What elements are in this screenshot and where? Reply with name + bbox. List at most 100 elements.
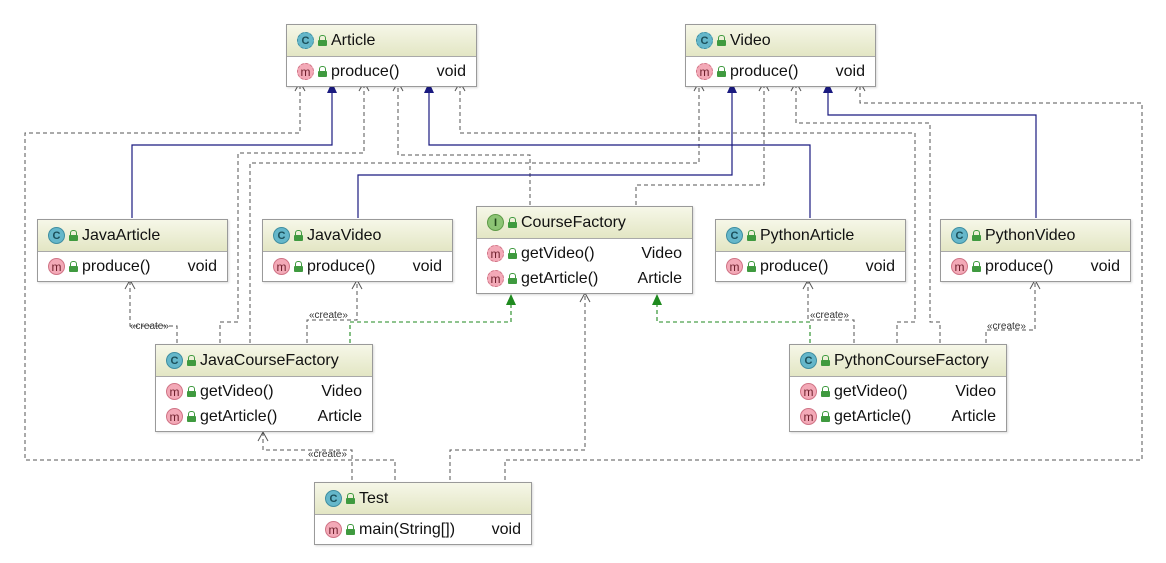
public-lock-icon — [821, 355, 830, 366]
extends-pythonarticle-article — [428, 92, 811, 218]
method-name: produce() — [331, 62, 400, 80]
method-return-type: void — [491, 520, 521, 538]
class-name: Article — [331, 31, 376, 49]
dependency-pythoncoursefactory-video — [795, 82, 941, 343]
method-row[interactable]: m produce() void — [941, 254, 1130, 279]
method-row[interactable]: m getVideo() Video — [790, 379, 1006, 404]
public-lock-icon — [318, 35, 327, 46]
class-name: PythonVideo — [985, 226, 1076, 244]
public-lock-icon — [821, 386, 830, 397]
method-m-icon: m — [726, 258, 743, 275]
class-python-video-header: C PythonVideo — [941, 220, 1130, 252]
class-python-article[interactable]: C PythonArticle m produce() void — [715, 219, 906, 282]
method-m-icon: m — [951, 258, 968, 275]
method-row[interactable]: m getArticle() Article — [790, 404, 1006, 429]
interface-course-factory[interactable]: I CourseFactory m getVideo() Video m get… — [476, 206, 693, 294]
interface-i-icon: I — [487, 214, 504, 231]
class-name: PythonCourseFactory — [834, 351, 989, 369]
method-name: getVideo() — [200, 382, 274, 400]
public-lock-icon — [346, 493, 355, 504]
method-m-icon: m — [297, 63, 314, 80]
class-java-video[interactable]: C JavaVideo m produce() void — [262, 219, 453, 282]
class-java-article[interactable]: C JavaArticle m produce() void — [37, 219, 228, 282]
class-name: Video — [730, 31, 771, 49]
class-article[interactable]: C Article m produce() void — [286, 24, 477, 87]
extends-javavideo-video — [357, 92, 733, 218]
method-name: produce() — [82, 257, 151, 275]
public-lock-icon — [717, 35, 726, 46]
method-row[interactable]: m produce() void — [38, 254, 227, 279]
method-name: getArticle() — [200, 407, 278, 425]
public-lock-icon — [747, 261, 756, 272]
create-label-python-article: «create» — [810, 310, 849, 321]
class-name: PythonArticle — [760, 226, 855, 244]
method-row[interactable]: m main(String[]) void — [315, 517, 531, 542]
class-c-icon: C — [325, 490, 342, 507]
class-c-icon: C — [951, 227, 968, 244]
method-return-type: Article — [637, 269, 682, 287]
method-return-type: void — [187, 257, 217, 275]
method-return-type: Video — [955, 382, 996, 400]
method-row[interactable]: m getVideo() Video — [477, 241, 692, 266]
create-label-java-course-factory: «create» — [308, 449, 347, 460]
method-row[interactable]: m getArticle() Article — [156, 404, 372, 429]
create-python-article — [807, 280, 855, 343]
dependency-test-coursefactory — [449, 293, 586, 480]
method-m-icon: m — [273, 258, 290, 275]
class-test[interactable]: C Test m main(String[]) void — [314, 482, 532, 545]
method-name: produce() — [730, 62, 799, 80]
method-name: getVideo() — [834, 382, 908, 400]
method-return-type: void — [1090, 257, 1120, 275]
method-row[interactable]: m produce() void — [686, 59, 875, 84]
method-row[interactable]: m produce() void — [716, 254, 905, 279]
method-row[interactable]: m getVideo() Video — [156, 379, 372, 404]
public-lock-icon — [972, 230, 981, 241]
create-java-course-factory — [262, 432, 353, 480]
method-row[interactable]: m getArticle() Article — [477, 266, 692, 291]
method-return-type: void — [412, 257, 442, 275]
public-lock-icon — [821, 411, 830, 422]
class-c-icon: C — [297, 32, 314, 49]
method-m-icon: m — [166, 408, 183, 425]
class-video[interactable]: C Video m produce() void — [685, 24, 876, 87]
method-m-icon: m — [487, 245, 504, 262]
public-lock-icon — [717, 66, 726, 77]
public-lock-icon — [508, 217, 517, 228]
method-name: getArticle() — [521, 269, 599, 287]
class-python-video[interactable]: C PythonVideo m produce() void — [940, 219, 1131, 282]
create-label-java-article: «create» — [130, 321, 169, 332]
extends-javaarticle-article — [131, 92, 333, 218]
method-return-type: Article — [317, 407, 362, 425]
class-java-video-header: C JavaVideo — [263, 220, 452, 252]
class-name: CourseFactory — [521, 213, 626, 231]
dependency-test-video — [504, 82, 1143, 480]
public-lock-icon — [508, 273, 517, 284]
method-row[interactable]: m produce() void — [287, 59, 476, 84]
method-name: getArticle() — [834, 407, 912, 425]
method-m-icon: m — [696, 63, 713, 80]
method-row[interactable]: m produce() void — [263, 254, 452, 279]
method-return-type: Article — [951, 407, 996, 425]
method-m-icon: m — [487, 270, 504, 287]
class-video-header: C Video — [686, 25, 875, 57]
class-name: Test — [359, 489, 389, 507]
class-article-header: C Article — [287, 25, 476, 57]
method-m-icon: m — [800, 383, 817, 400]
public-lock-icon — [187, 411, 196, 422]
public-lock-icon — [187, 355, 196, 366]
method-name: getVideo() — [521, 244, 595, 262]
class-java-course-factory[interactable]: C JavaCourseFactory m getVideo() Video m… — [155, 344, 373, 432]
implements-javacoursefactory-coursefactory — [349, 305, 512, 343]
method-m-icon: m — [325, 521, 342, 538]
public-lock-icon — [294, 230, 303, 241]
public-lock-icon — [69, 261, 78, 272]
method-name: produce() — [760, 257, 829, 275]
class-test-header: C Test — [315, 483, 531, 515]
class-python-course-factory[interactable]: C PythonCourseFactory m getVideo() Video… — [789, 344, 1007, 432]
dependency-javacoursefactory-article — [219, 82, 365, 343]
implements-pythoncoursefactory-coursefactory — [656, 305, 811, 343]
create-label-python-video: «create» — [987, 321, 1026, 332]
class-name: JavaArticle — [82, 226, 161, 244]
class-c-icon: C — [48, 227, 65, 244]
method-return-type: void — [865, 257, 895, 275]
